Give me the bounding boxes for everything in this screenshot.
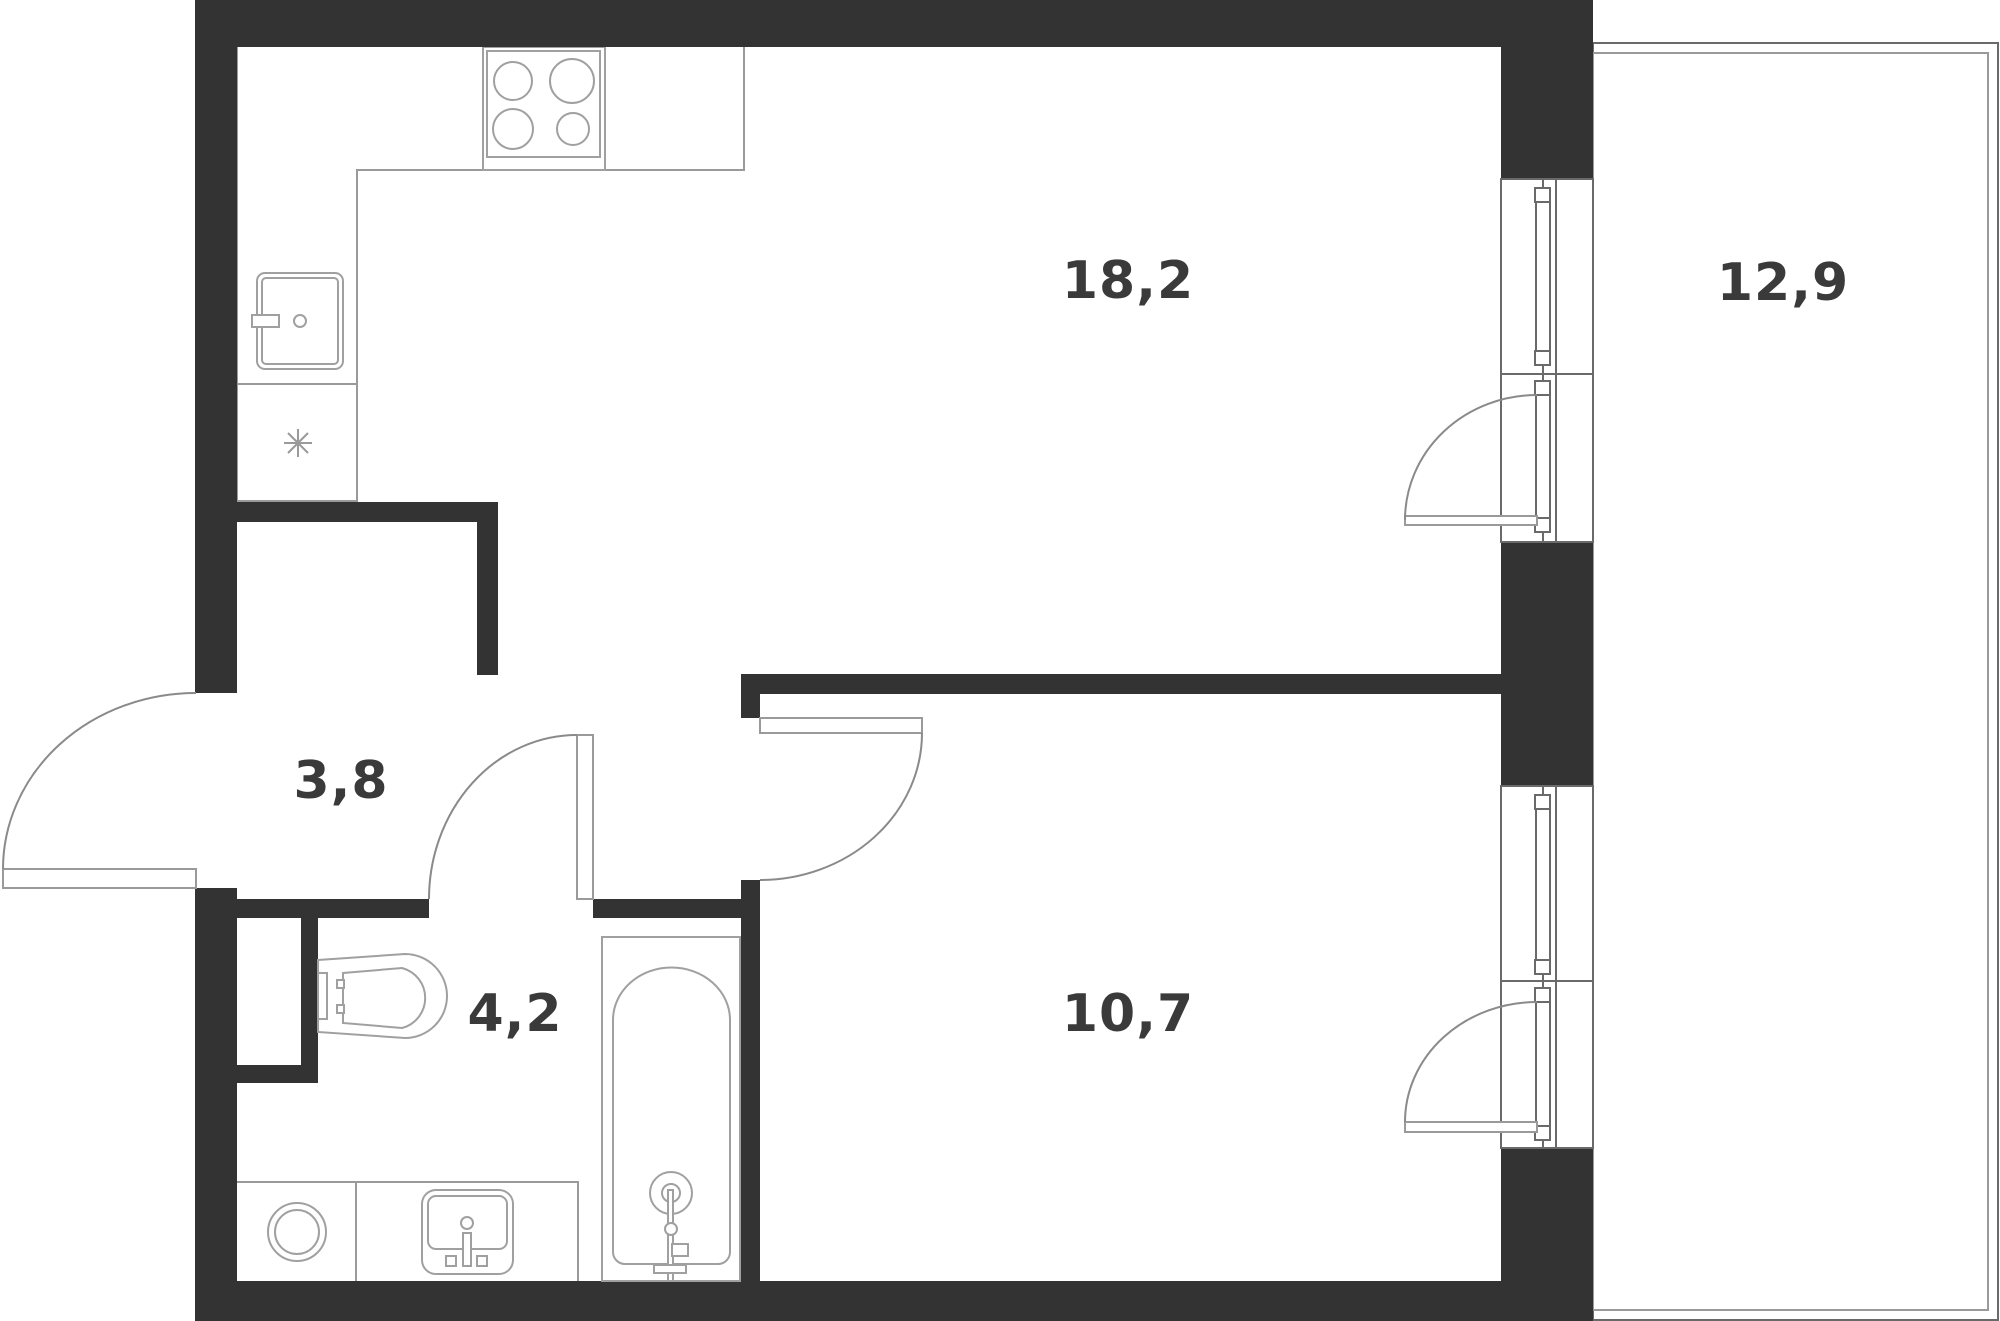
- fridge-snowflake-icon: [284, 429, 312, 457]
- bedroom-door[interactable]: [759, 717, 923, 881]
- balcony-outline: [1592, 42, 1999, 1321]
- room-area-balcony: 12,9: [1716, 253, 1850, 313]
- balcony-door-living[interactable]: [1404, 178, 1594, 543]
- walls: [195, 0, 1593, 1321]
- bathroom-counter: [237, 1181, 579, 1281]
- room-area-bedroom: 10,7: [1061, 984, 1195, 1044]
- bathroom-door[interactable]: [428, 734, 594, 900]
- entrance-door[interactable]: [2, 692, 197, 889]
- room-area-living-kitchen: 18,2: [1061, 251, 1195, 311]
- toilet-icon: [317, 952, 448, 1040]
- stove-icon: [482, 46, 606, 171]
- washbasin-icon: [421, 1189, 514, 1275]
- bathtub-icon: [601, 936, 741, 1282]
- room-area-hallway: 3,8: [293, 751, 389, 811]
- washing-machine-icon: [267, 1202, 327, 1262]
- room-area-bathroom: 4,2: [467, 984, 563, 1044]
- balcony-door-bedroom[interactable]: [1404, 785, 1594, 1149]
- kitchen-sink-icon: [251, 272, 344, 370]
